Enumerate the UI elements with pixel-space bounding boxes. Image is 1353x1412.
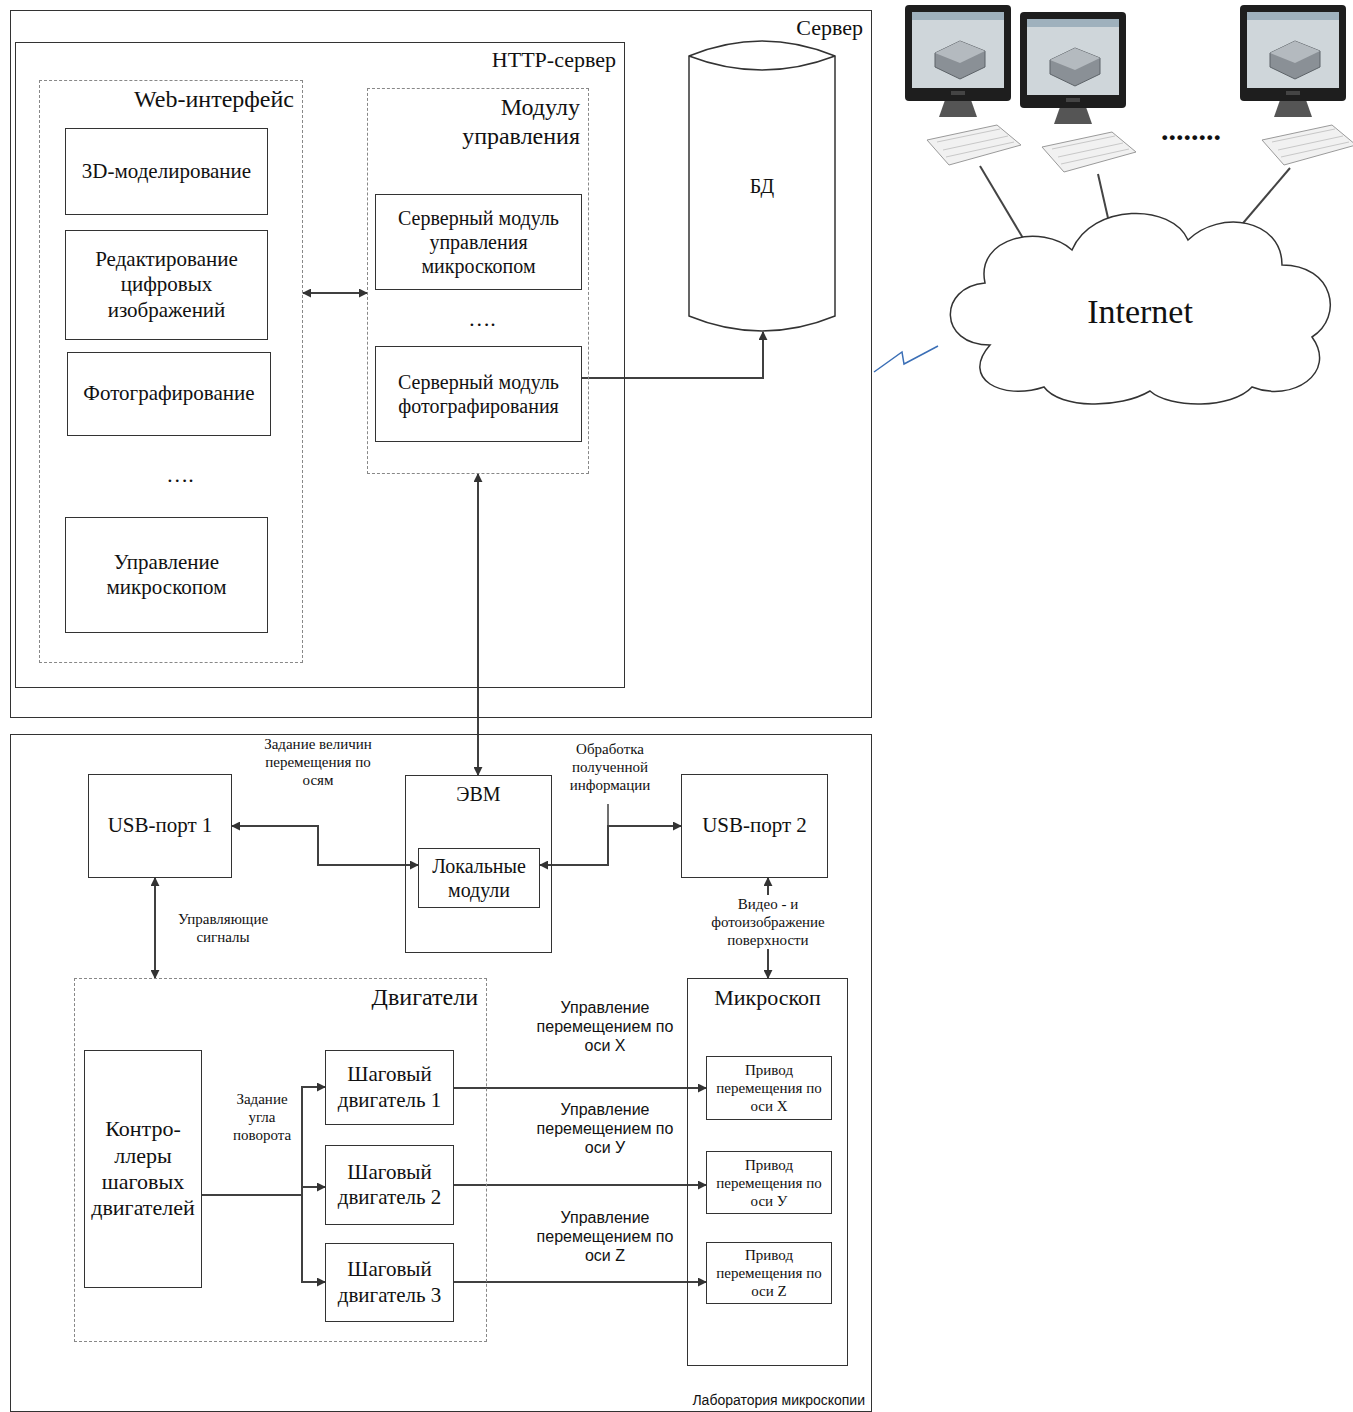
node-label: Модулу управления: [430, 93, 580, 151]
network-cloud: Internet: [930, 195, 1350, 410]
node-label: Редактирование цифровых изображений: [70, 247, 263, 323]
connector-arrow: [582, 332, 763, 378]
module-box: Локальные модули: [418, 848, 540, 908]
ellipsis-mark: ........: [1146, 112, 1236, 148]
ellipsis-mark: ….: [150, 462, 210, 488]
connector-arrow: [540, 826, 681, 865]
node-label: Серверный модуль фотографирования: [380, 370, 577, 418]
database-cylinder: БД: [688, 34, 836, 338]
node-label: Контро- ллеры шаговых двигателей: [89, 1116, 197, 1222]
edge-label: Обработка полученной информации: [554, 740, 666, 794]
process-box: Редактирование цифровых изображений: [65, 230, 268, 340]
lab-region: Лаборатория микроскопии USB-порт 1 ЭВМ Лока…: [10, 734, 872, 1412]
node-label: Привод перемещения по оси X: [711, 1061, 827, 1115]
controller-box: Контро- ллеры шаговых двигателей: [84, 1050, 202, 1288]
process-box: 3D-моделирование: [65, 128, 268, 215]
edge-label: Задание угла поворота: [225, 1090, 299, 1144]
node-label: 3D-моделирование: [82, 159, 251, 184]
process-box: Фотографирование: [67, 352, 271, 436]
node-label: Управление микроскопом: [70, 550, 263, 600]
edge-label: Задание величин перемещения по осям: [262, 735, 374, 789]
node-label: Привод перемещения по оси У: [711, 1156, 827, 1210]
computer-box: ЭВМ Локальные модули: [405, 775, 552, 953]
process-box: Серверный модуль управления микроскопом: [375, 194, 582, 290]
drive-box: Привод перемещения по оси X: [706, 1056, 832, 1120]
connector-arrow: [454, 1087, 706, 1089]
motor-box: Шаговый двигатель 1: [325, 1050, 454, 1125]
connector-arrow: [477, 474, 479, 775]
node-label: Шаговый двигатель 3: [330, 1257, 449, 1307]
edge-label: Видео - и фотоизображение поверхности: [703, 895, 833, 949]
node-label: БД: [750, 174, 774, 198]
connector-arrow: [303, 292, 367, 294]
process-box: Управление микроскопом: [65, 517, 268, 633]
connector-arrow: [154, 878, 156, 978]
port-box: USB-порт 2: [681, 774, 828, 878]
edge-label: Управление перемещением по оси У: [535, 1100, 675, 1158]
node-label: HTTP-сервер: [492, 47, 616, 73]
drive-box: Привод перемещения по оси У: [706, 1151, 832, 1214]
node-label: Сервер: [796, 15, 863, 41]
node-label: ЭВМ: [406, 782, 551, 806]
connector-arrow: [202, 1087, 325, 1195]
node-label: Web-интерфейс: [134, 85, 294, 114]
group-region: Web-интерфейс 3D-моделированиеРедактирова…: [39, 80, 303, 663]
connector-arrow: [202, 1195, 325, 1282]
connector-arrow: [202, 1187, 325, 1195]
edge-label: Управление перемещением по оси Z: [535, 1208, 675, 1266]
node-label: Привод перемещения по оси Z: [711, 1246, 827, 1300]
node-label: Шаговый двигатель 2: [330, 1160, 449, 1210]
group-region: Модулу управленияСерверный модуль управл…: [367, 88, 589, 474]
connector-arrow: [454, 1281, 706, 1283]
node-label: Микроскоп: [688, 985, 847, 1011]
motor-box: Шаговый двигатель 2: [325, 1145, 454, 1225]
connector-arrow: [454, 1184, 706, 1186]
group-region: ДвигателиКонтро- ллеры шаговых двигателе…: [74, 978, 487, 1342]
connector-arrow: [232, 826, 418, 865]
node-label: USB-порт 1: [108, 813, 213, 838]
drive-box: Привод перемещения по оси Z: [706, 1242, 832, 1304]
http-server-region: HTTP-серверWeb-интерфейс 3D-моделирование…: [15, 42, 625, 688]
node-label: USB-порт 2: [702, 813, 807, 838]
port-box: USB-порт 1: [88, 774, 232, 878]
node-label: Серверный модуль управления микроскопом: [380, 206, 577, 278]
process-box: Серверный модуль фотографирования: [375, 346, 582, 442]
node-label: Фотографирование: [83, 381, 254, 406]
lightning-link: [874, 346, 938, 372]
node-label: Двигатели: [372, 983, 478, 1012]
node-label: Internet: [1087, 292, 1193, 333]
node-label: Шаговый двигатель 1: [330, 1062, 449, 1112]
server-region: СерверHTTP-серверWeb-интерфейс 3D-моделир…: [10, 10, 872, 718]
node-label: Локальные модули: [423, 854, 535, 902]
edge-label: Управление перемещением по оси X: [535, 998, 675, 1056]
edge-label: Управляющие сигналы: [168, 910, 278, 946]
motor-box: Шаговый двигатель 3: [325, 1243, 454, 1322]
node-label: Лаборатория микроскопии: [692, 1392, 865, 1409]
ellipsis-mark: ….: [452, 306, 512, 332]
microscope-box: МикроскопПривод перемещения по оси X Прив…: [687, 978, 848, 1366]
